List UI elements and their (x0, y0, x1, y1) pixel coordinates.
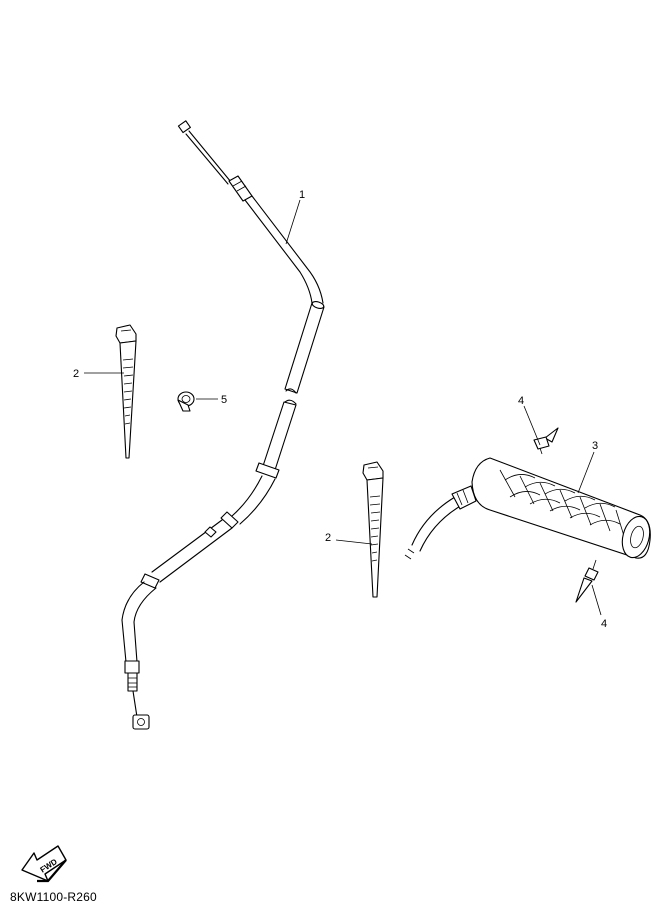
callout-1: 1 (299, 189, 305, 201)
callout-2-left: 2 (73, 368, 79, 380)
fwd-arrow-icon: FWD (21, 845, 67, 883)
grip-pin-bottom (575, 559, 599, 603)
leader-lines (84, 199, 602, 616)
grip-pin-top (533, 427, 559, 455)
callout-4-bottom: 4 (601, 618, 607, 630)
cable-tie-right (362, 461, 384, 598)
throttle-cable (121, 120, 325, 730)
cable-clamp (177, 391, 195, 412)
callout-4-top: 4 (518, 395, 524, 407)
callout-2-right: 2 (325, 532, 331, 544)
callout-3: 3 (592, 440, 598, 452)
callout-5: 5 (221, 394, 227, 406)
cable-tie-left (115, 324, 137, 459)
throttle-grip (404, 457, 651, 560)
drawing-code: 8KW1100-R260 (10, 890, 97, 904)
